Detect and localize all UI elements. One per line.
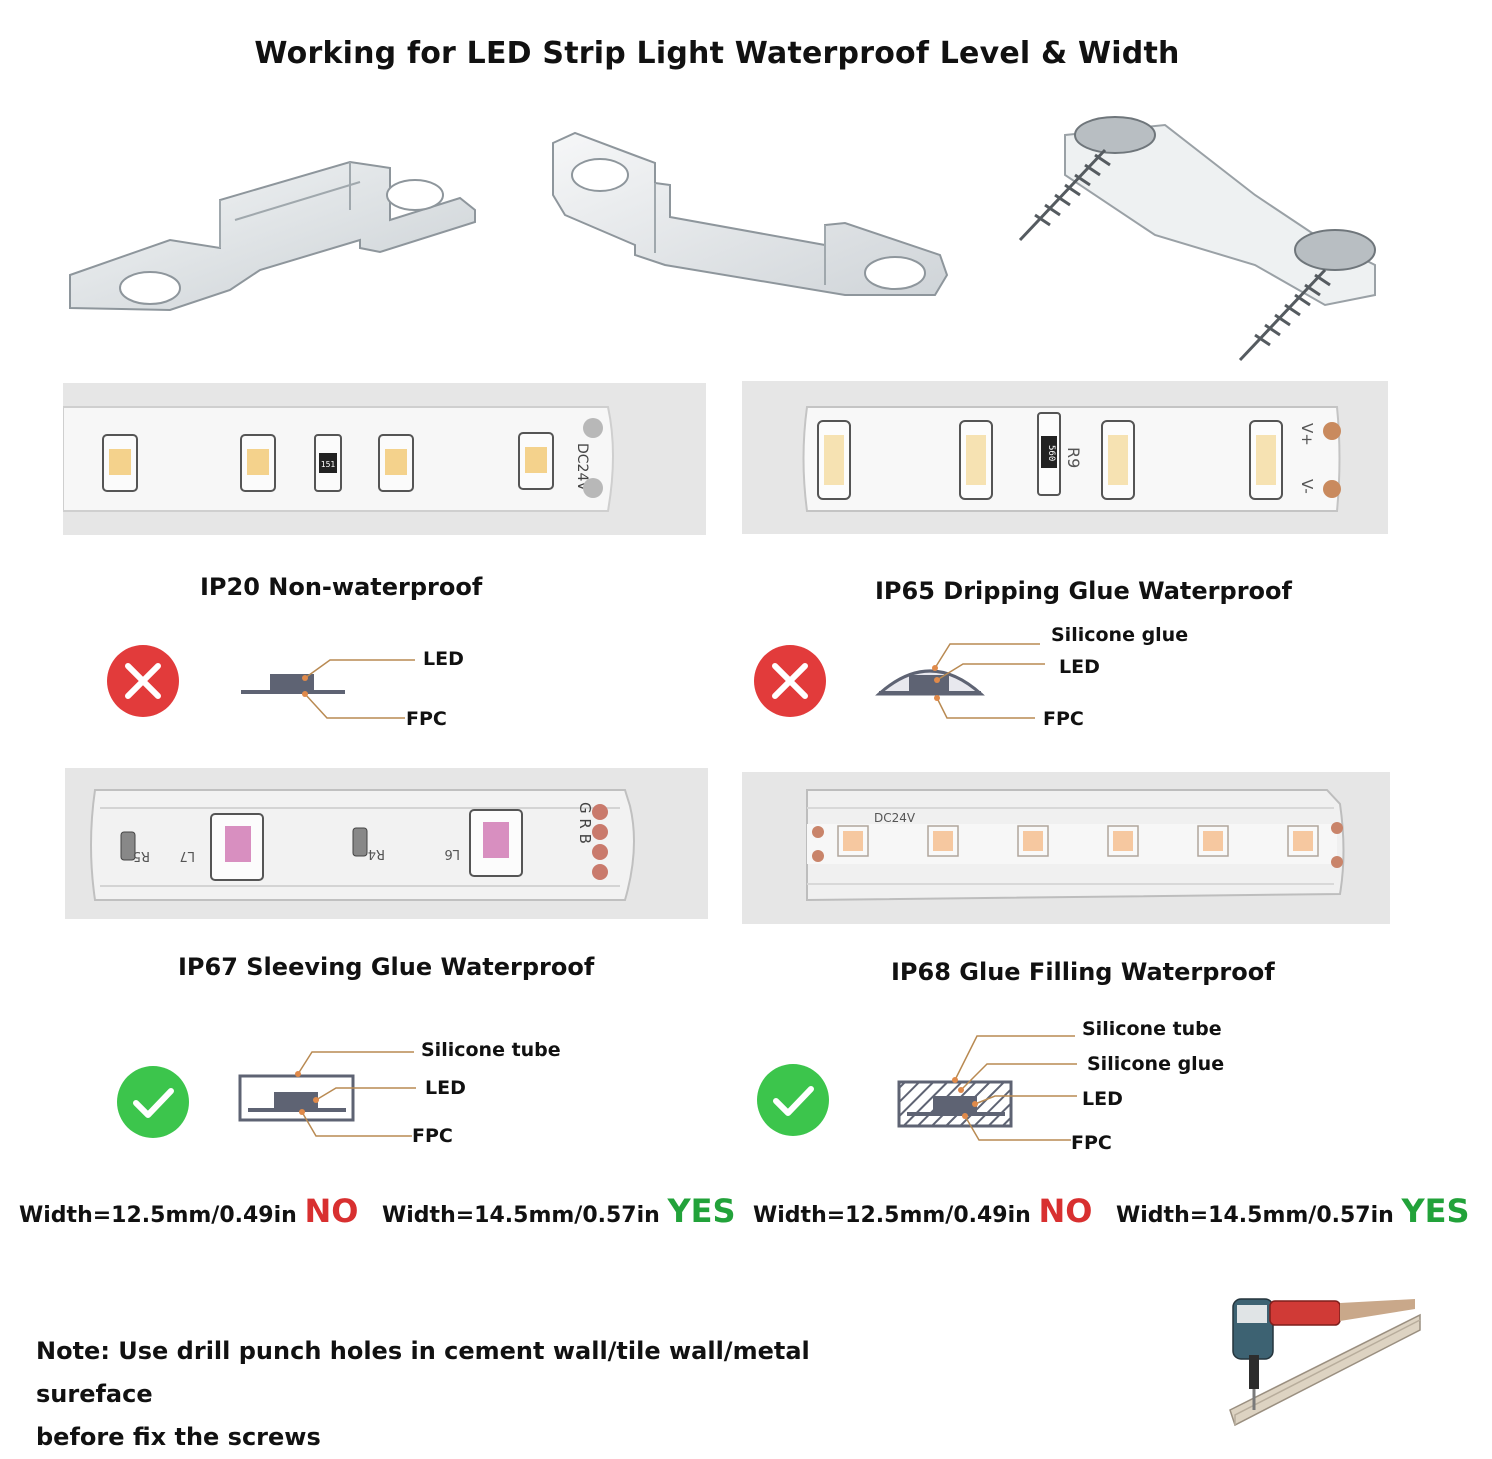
section-title-ip67: IP67 Sleeving Glue Waterproof (178, 953, 595, 981)
width-text: Width=14.5mm/0.57in (1116, 1203, 1394, 1228)
label-l7: L7 (179, 848, 195, 863)
width-spec: Width=12.5mm/0.49in NO (753, 1192, 1092, 1230)
diagram-ip68 (897, 1035, 1077, 1141)
verdict-yes: YES (1401, 1192, 1470, 1230)
callout-fpc: FPC (412, 1125, 453, 1147)
width-text: Width=14.5mm/0.57in (382, 1203, 660, 1228)
screw-icon (1018, 116, 1376, 362)
page-title: Working for LED Strip Light Waterproof L… (254, 36, 1180, 71)
section-title-ip65: IP65 Dripping Glue Waterproof (875, 577, 1292, 605)
resistor-label: 151 (321, 460, 336, 469)
width-spec: Width=14.5mm/0.57in YES (382, 1192, 736, 1230)
verdict-yes: YES (667, 1192, 736, 1230)
callout-fpc: FPC (406, 708, 447, 730)
width-text: Width=12.5mm/0.49in (753, 1203, 1031, 1228)
voltage-marking: DC24V (874, 811, 916, 825)
minus-terminal: V- (1298, 479, 1316, 494)
callout-silicone-glue: Silicone glue (1087, 1053, 1225, 1075)
resistor-label: R9 (1064, 447, 1083, 468)
callout-led: LED (423, 648, 464, 670)
cross-icon (107, 645, 179, 717)
callout-fpc: FPC (1043, 708, 1084, 730)
installation-note: Note: Use drill punch holes in cement wa… (36, 1330, 896, 1459)
check-icon (117, 1066, 189, 1138)
label-r4: R4 (368, 846, 385, 861)
diagram-ip67 (238, 1051, 416, 1137)
label-l6: L6 (444, 846, 460, 861)
callout-led: LED (425, 1077, 466, 1099)
callout-fpc: FPC (1071, 1132, 1112, 1154)
clip-icon (69, 160, 476, 312)
drill-icon (1229, 1298, 1421, 1427)
label-r5: R5 (133, 848, 150, 863)
strip-photo-ip65: 560 R9 V+ V- (742, 381, 1388, 534)
width-spec: Width=14.5mm/0.57in YES (1116, 1192, 1470, 1230)
cross-icon (754, 645, 826, 717)
diagram-ip65 (875, 643, 1045, 719)
pad-labels: G R B (576, 802, 594, 844)
callout-led: LED (1082, 1088, 1123, 1110)
callout-silicone-tube: Silicone tube (1082, 1018, 1222, 1040)
width-spec: Width=12.5mm/0.49in NO (19, 1192, 358, 1230)
verdict-no: NO (304, 1192, 359, 1230)
strip-photo-ip68: DC24V (742, 772, 1390, 924)
callout-led: LED (1059, 656, 1100, 678)
callout-silicone-glue: Silicone glue (1051, 624, 1189, 646)
voltage-marking: DC24V (574, 443, 590, 491)
note-line-1: Note: Use drill punch holes in cement wa… (36, 1337, 810, 1408)
verdict-no: NO (1038, 1192, 1093, 1230)
section-title-ip20: IP20 Non-waterproof (200, 573, 483, 601)
resistor-code: 560 (1046, 445, 1056, 461)
plus-terminal: V+ (1298, 423, 1316, 446)
section-title-ip68: IP68 Glue Filling Waterproof (891, 958, 1275, 986)
diagram-ip20 (241, 659, 415, 719)
clip-icon (552, 131, 949, 296)
width-text: Width=12.5mm/0.49in (19, 1203, 297, 1228)
strip-photo-ip67: R5 L7 R4 L6 G R B (65, 768, 708, 919)
check-icon (757, 1064, 829, 1136)
callout-silicone-tube: Silicone tube (421, 1039, 561, 1061)
strip-photo-ip20: 151 DC24V (63, 383, 706, 535)
